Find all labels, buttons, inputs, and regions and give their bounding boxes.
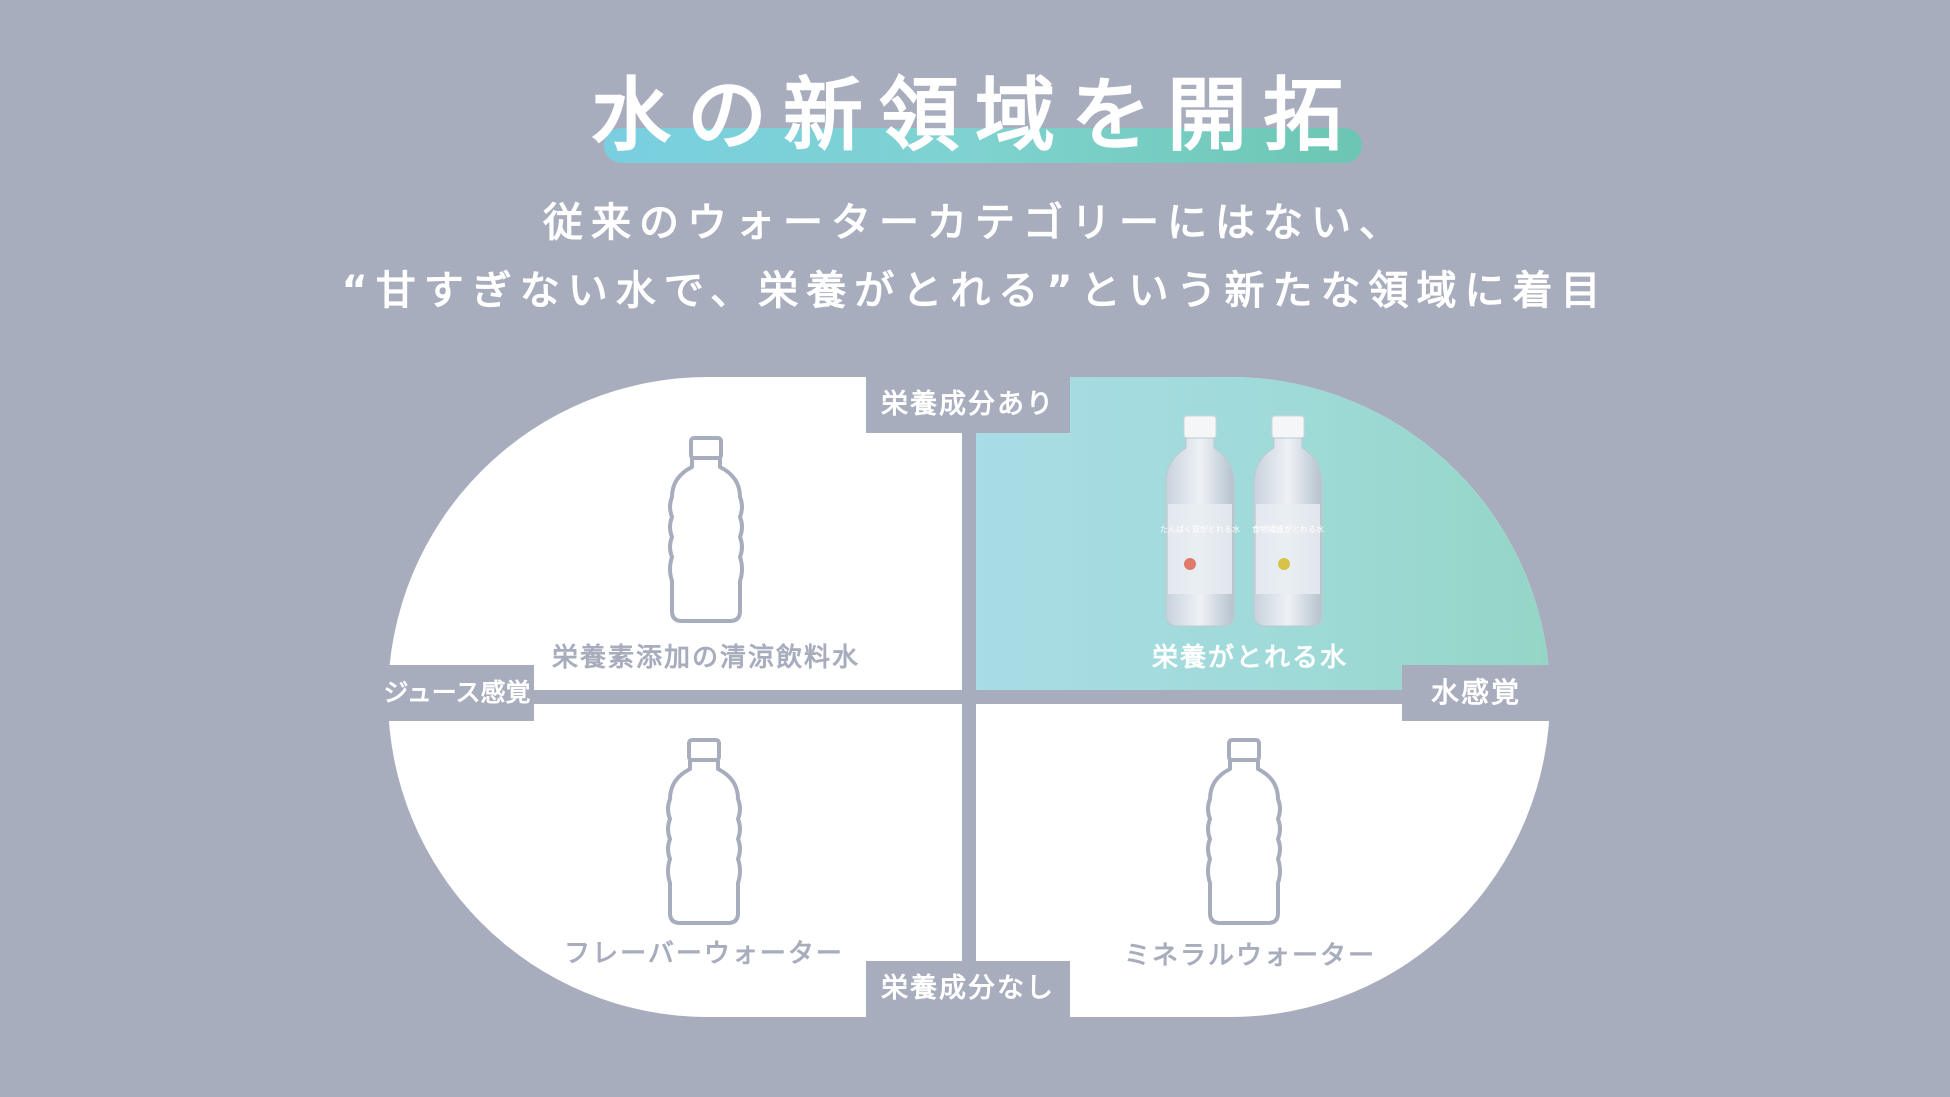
subtitle-line-1: 従来のウォーターカテゴリーにはない、: [543, 200, 1407, 246]
axis-label-left: ジュース感覚: [380, 665, 534, 721]
bottle-outline-icon: [1206, 738, 1282, 925]
product-label-fiber: 食物繊維がとれる水: [1252, 524, 1324, 534]
bottle-outline-icon: [668, 436, 744, 623]
quadrant-label-bottom-left: フレーバーウォーター: [564, 939, 844, 969]
product-label-protein: たんぱく質がとれる水: [1160, 524, 1240, 534]
axis-label-top: 栄養成分あり: [866, 377, 1070, 433]
water-bottle-product-protein: たんぱく質がとれる水: [1160, 415, 1240, 627]
title-underline-bar: [604, 128, 1362, 163]
subtitle-line-2: “甘すぎない水で、栄養がとれる”という新たな領域に着目: [341, 268, 1609, 314]
water-bottle-product-fiber: 食物繊維がとれる水: [1252, 415, 1324, 627]
vertical-axis-line: [962, 377, 976, 1017]
quadrant-label-top-right: 栄養がとれる水: [1151, 643, 1348, 673]
page-title: 水の新領域を開拓: [591, 69, 1359, 162]
quadrant-label-bottom-right: ミネラルウォーター: [1123, 941, 1376, 971]
quadrant-label-top-left: 栄養素添加の清涼飲料水: [551, 643, 860, 673]
axis-label-bottom: 栄養成分なし: [866, 961, 1070, 1017]
axis-label-right: 水感覚: [1402, 665, 1550, 721]
bottle-outline-icon: [666, 738, 742, 925]
title-area: 水の新領域を開拓: [0, 62, 1950, 172]
positioning-map: 栄養素添加の清涼飲料水 たんぱく質がとれる水 食物繊維がとれる水: [388, 377, 1550, 1017]
